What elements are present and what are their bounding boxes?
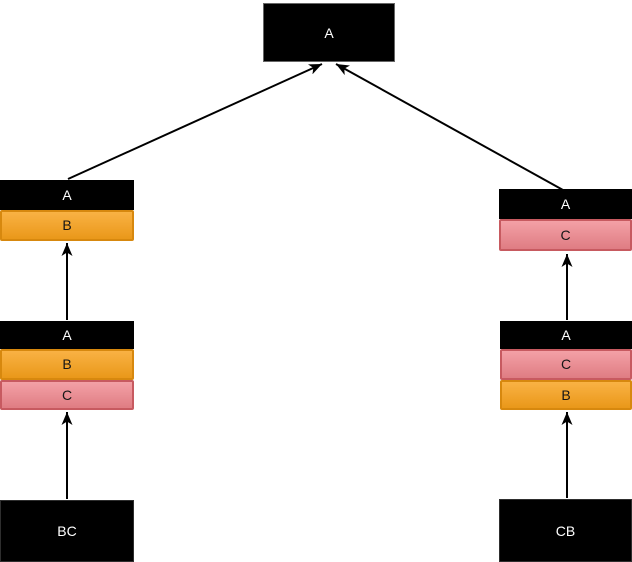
row-b: B	[500, 379, 632, 410]
row-a: A	[0, 321, 134, 350]
arrow-right-diagonal	[335, 63, 564, 191]
node-cb: CB	[499, 499, 632, 562]
row-c: C	[500, 349, 632, 380]
node-a-root: A	[263, 3, 395, 62]
node-cb-label: CB	[499, 499, 632, 562]
row-c: C	[499, 219, 632, 251]
node-bc-label: BC	[0, 500, 134, 562]
node-bc: BC	[0, 500, 134, 562]
node-right-parent-ac: A C	[499, 189, 632, 251]
node-a-root-label: A	[263, 3, 395, 62]
row-a: A	[500, 321, 632, 350]
row-c: C	[0, 379, 134, 410]
row-b: B	[0, 349, 134, 380]
arrow-left-diagonal	[67, 63, 323, 180]
row-b: B	[0, 209, 134, 241]
row-a: A	[0, 180, 134, 210]
node-left-child-abc: A B C	[0, 321, 134, 410]
node-right-child-acb: A C B	[500, 321, 632, 410]
node-left-parent-ab: A B	[0, 180, 134, 241]
row-a: A	[499, 189, 632, 219]
